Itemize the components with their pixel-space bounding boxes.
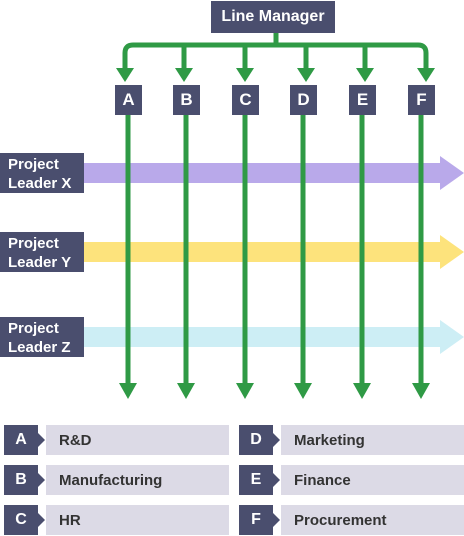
legend-item-e: E Finance bbox=[239, 465, 464, 495]
legend-item-f: F Procurement bbox=[239, 505, 464, 535]
department-box-e: E bbox=[349, 85, 376, 115]
legend-key: F bbox=[239, 505, 273, 535]
project-leader-y-line2: Leader Y bbox=[8, 254, 72, 271]
manager-connector bbox=[122, 33, 429, 70]
legend-key: C bbox=[4, 505, 38, 535]
legend-label: Manufacturing bbox=[46, 465, 229, 495]
legend-label: Finance bbox=[281, 465, 464, 495]
department-arrowheads bbox=[119, 383, 430, 399]
department-box-f: F bbox=[408, 85, 435, 115]
legend-key: E bbox=[239, 465, 273, 495]
department-box-c: C bbox=[232, 85, 259, 115]
department-box-b: B bbox=[173, 85, 200, 115]
legend-label: R&D bbox=[46, 425, 229, 455]
project-leader-x: Project Leader X bbox=[0, 153, 84, 193]
connector-arrowheads bbox=[116, 68, 435, 82]
legend-label: Marketing bbox=[281, 425, 464, 455]
project-arrow-z bbox=[84, 320, 464, 354]
legend-label: Procurement bbox=[281, 505, 464, 535]
department-lines bbox=[125, 115, 424, 384]
legend-item-b: B Manufacturing bbox=[4, 465, 229, 495]
department-box-a: A bbox=[115, 85, 142, 115]
line-manager-box: Line Manager bbox=[211, 1, 335, 33]
project-arrows bbox=[84, 156, 464, 354]
legend-label: HR bbox=[46, 505, 229, 535]
legend-key: D bbox=[239, 425, 273, 455]
legend-key: A bbox=[4, 425, 38, 455]
project-leader-z: Project Leader Z bbox=[0, 317, 84, 357]
project-leader-z-line1: Project bbox=[8, 320, 59, 337]
legend-item-a: A R&D bbox=[4, 425, 229, 455]
legend-item-c: C HR bbox=[4, 505, 229, 535]
legend-key: B bbox=[4, 465, 38, 495]
project-leader-y: Project Leader Y bbox=[0, 232, 84, 272]
project-arrow-x bbox=[84, 156, 464, 190]
project-leader-z-line2: Leader Z bbox=[8, 339, 71, 356]
project-leader-y-line1: Project bbox=[8, 235, 59, 252]
project-leader-x-line1: Project bbox=[8, 156, 59, 173]
legend-item-d: D Marketing bbox=[239, 425, 464, 455]
project-leader-x-line2: Leader X bbox=[8, 175, 72, 192]
project-arrow-y bbox=[84, 235, 464, 269]
department-box-d: D bbox=[290, 85, 317, 115]
